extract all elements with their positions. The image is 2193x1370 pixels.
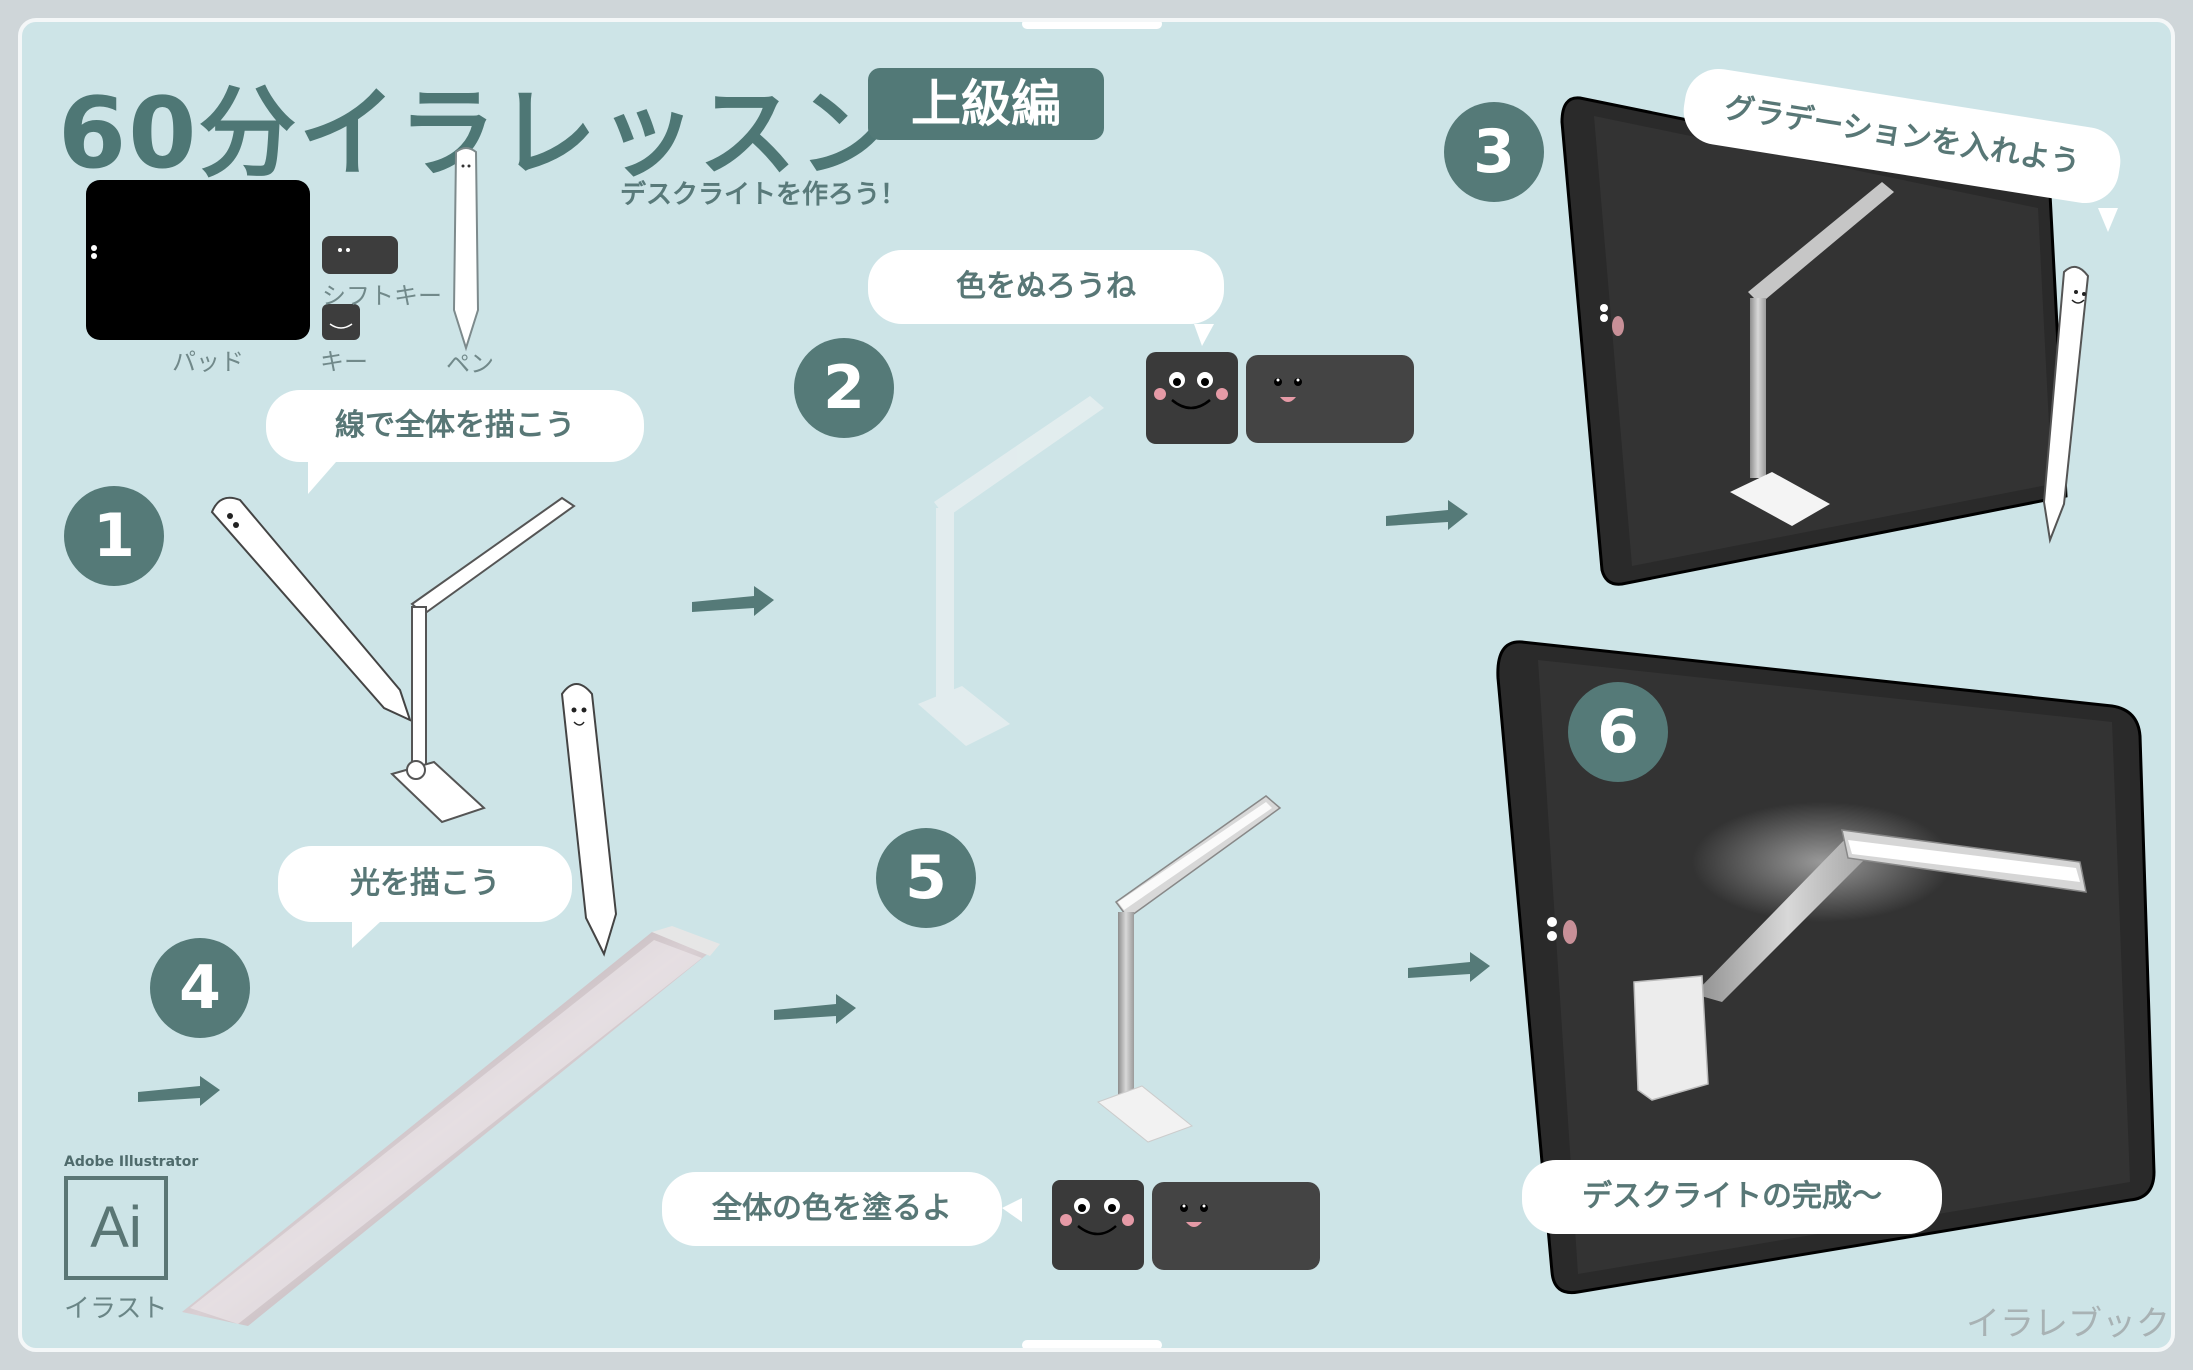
step4-pen-icon xyxy=(560,683,618,957)
level-badge: 上級編 xyxy=(868,68,1104,140)
step-number-3: 3 xyxy=(1444,102,1544,202)
step5-bubble: 全体の色を塗るよ xyxy=(662,1172,1002,1246)
step-number-1: 1 xyxy=(64,486,164,586)
legend-pad-icon xyxy=(86,180,310,340)
legend-shift-key-label: シフトキー xyxy=(322,282,442,310)
arrow-5-to-6 xyxy=(1408,952,1490,982)
legend-pen-icon xyxy=(452,147,480,352)
legend-shift-key-icon xyxy=(322,236,398,274)
poster-canvas: 60分イラレッスン 上級編 デスクライトを作ろう！ xyxy=(18,18,2175,1352)
step-number-2: 2 xyxy=(794,338,894,438)
signature: イラレブック xyxy=(1966,1304,2170,1344)
step2-lamp-faded xyxy=(918,396,1104,746)
arrow-2-to-3 xyxy=(1386,500,1468,530)
step5-shift-key-face-icon xyxy=(1152,1182,1320,1270)
arrow-into-4 xyxy=(138,1076,220,1106)
top-handle xyxy=(1022,22,1162,29)
legend-pad-label: パッド xyxy=(172,348,244,376)
bottom-handle xyxy=(1022,1340,1162,1348)
step6-bubble: デスクライトの完成～ xyxy=(1522,1160,1942,1234)
legend-key-label: キー xyxy=(320,348,368,376)
step1-lamp-outline xyxy=(390,496,576,824)
step3-lamp xyxy=(1730,182,1894,526)
step5-lamp xyxy=(1096,795,1282,1143)
legend-key-icon xyxy=(322,304,360,340)
step1-pen-icon xyxy=(210,496,412,722)
illustration-layer xyxy=(86,96,2156,1326)
subtitle: デスクライトを作ろう！ xyxy=(620,180,907,210)
illustrator-icon: Ai xyxy=(64,1176,168,1280)
step3-tablet-icon xyxy=(1560,96,2068,586)
step2-square-key-face-icon xyxy=(1146,352,1238,444)
step-number-6: 6 xyxy=(1568,682,1668,782)
step6-tablet-icon xyxy=(1496,640,2156,1295)
arrow-1-to-2 xyxy=(692,586,774,616)
step2-shift-key-face-icon xyxy=(1246,355,1414,443)
step3-pen-icon xyxy=(2042,265,2090,544)
step4-bubble: 光を描こう xyxy=(278,846,572,922)
arrow-4-to-5 xyxy=(774,994,856,1024)
step5-square-key-face-icon xyxy=(1052,1180,1144,1270)
app-caption: イラスト xyxy=(64,1294,168,1324)
step1-bubble: 線で全体を描こう xyxy=(266,390,644,462)
step-number-5: 5 xyxy=(876,828,976,928)
step-number-4: 4 xyxy=(150,938,250,1038)
app-name: Adobe Illustrator xyxy=(64,1154,199,1170)
step4-light-tube xyxy=(182,926,720,1326)
step6-lamp xyxy=(1633,802,2087,1101)
legend-pen-label: ペン xyxy=(446,350,494,378)
arrows xyxy=(138,500,1490,1106)
step2-bubble: 色をぬろうね xyxy=(868,250,1224,324)
